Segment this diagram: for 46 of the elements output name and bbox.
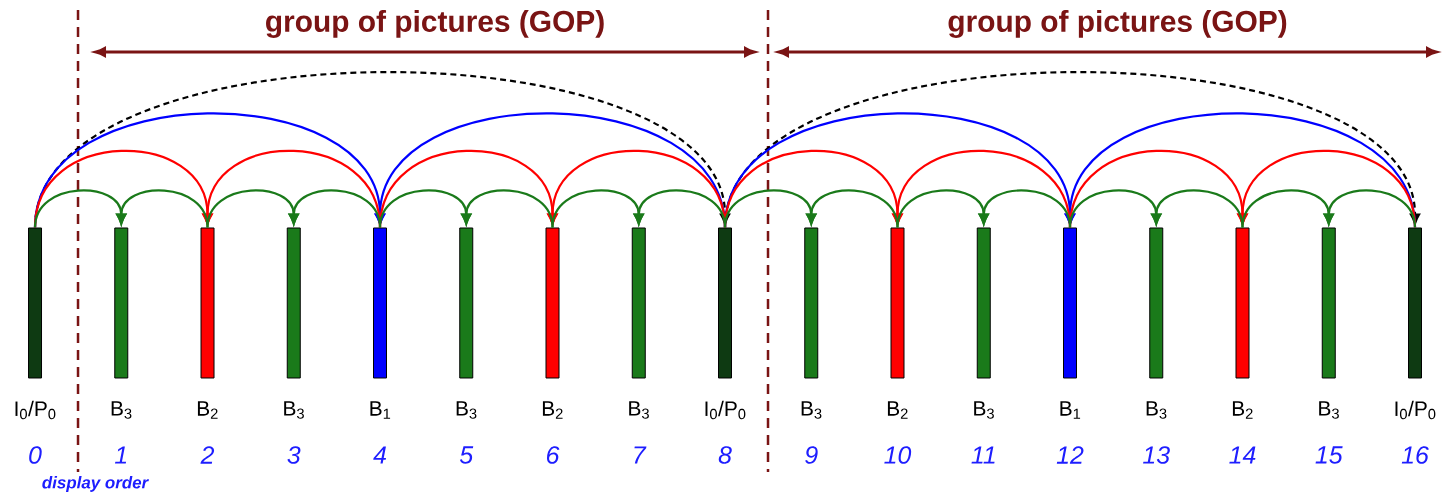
frame-label: B$_{2}$ [1232,401,1253,419]
frame-label: B$_{3}$ [1146,401,1167,419]
frame-number: 2 [200,446,215,464]
arc-arrow [892,149,1072,228]
frame-label: B$_{1}$ [1060,401,1081,419]
frame-label: B$_{2}$ [542,401,563,419]
frame-number: 0 [29,446,42,464]
frame-label: B$_{2}$ [887,401,908,419]
arc-arrow [633,189,727,228]
frame-number: 7 [634,446,647,464]
frame-number: 10 [884,446,912,464]
span-label: group of pictures (GOP) [948,10,1287,38]
arc-arrow [806,189,899,228]
span-label: group of pictures (GOP) [266,10,604,38]
frame-label: B$_{1}$ [370,401,391,419]
arc-arrow [978,189,1072,228]
frame-label: B$_{2}$ [197,401,218,419]
frame-number: 13 [1143,446,1170,464]
arc-arrow [288,189,382,228]
frame-number: 3 [287,446,301,464]
frame-number: 8 [718,446,732,464]
arc-arrow [116,189,209,228]
frame-label: B$_{3}$ [111,401,132,419]
frame-label: B$_{3}$ [284,401,304,419]
frame-number: 1 [115,446,127,464]
frame-number: 5 [459,446,474,464]
frame-number: 4 [373,446,386,464]
axis-caption: display order [42,476,149,492]
arc-arrow [1151,189,1244,228]
frame-label: I$_{0}$/P$_{0}$ [705,400,746,420]
arc-arrow [461,189,554,228]
frame-number: 16 [1401,446,1429,464]
frame-number: 12 [1056,446,1084,464]
frame-label: B$_{3}$ [456,401,477,419]
frame-label: B$_{3}$ [1319,401,1339,419]
frame-number: 6 [547,446,560,464]
frame-number: 14 [1229,446,1256,464]
frame-number: 15 [1315,446,1343,464]
frame-number: 9 [805,446,818,464]
frame-label: I$_{0}$/P$_{0}$ [15,400,56,420]
arc-arrow [1323,189,1417,228]
frame-number: 11 [971,446,995,464]
frame-label: B$_{3}$ [801,401,822,419]
frame-label: I$_{0}$/P$_{0}$ [1395,400,1436,420]
frame-label: B$_{3}$ [629,401,649,419]
frame-label: B$_{3}$ [974,401,994,419]
